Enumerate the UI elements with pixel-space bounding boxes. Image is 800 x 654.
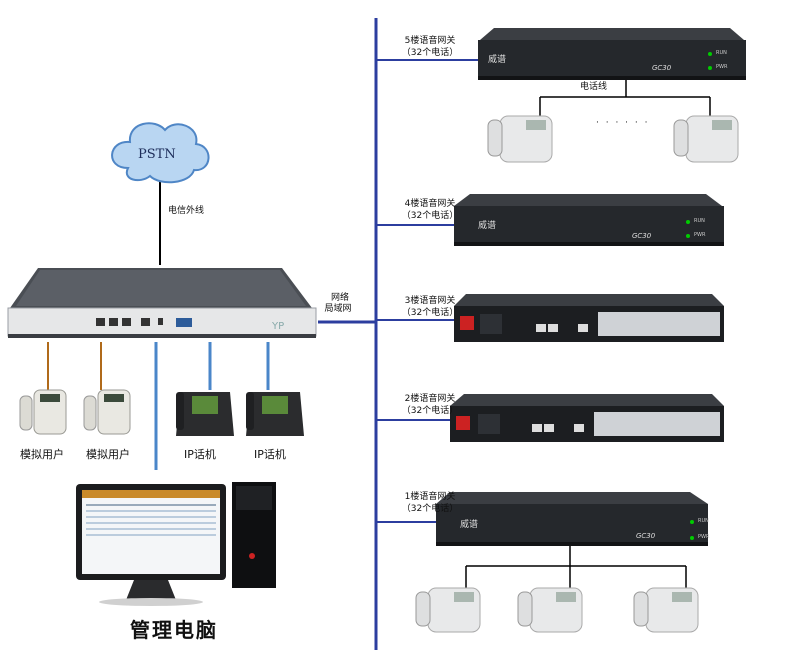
gateway-5-run: RUN bbox=[716, 50, 727, 56]
endpoint-label-analog-1: 模拟用户 bbox=[20, 448, 64, 461]
gateway-3-floor-label: 3楼语音网关 bbox=[404, 296, 456, 306]
gateway-1-run: RUN bbox=[698, 518, 709, 524]
gateway-5-phones-label: （32个电话） bbox=[401, 48, 459, 58]
endpoint-label-ip-1: IP话机 bbox=[184, 448, 216, 461]
endpoint-label-ip-2: IP话机 bbox=[254, 448, 286, 461]
ip-pbx-logo: YP bbox=[271, 321, 284, 332]
gateway-4-pwr: PWR bbox=[694, 232, 706, 238]
gateway-5-floor-label: 5楼语音网关 bbox=[404, 36, 456, 46]
desk-phone-icon bbox=[517, 587, 583, 633]
gateway-4-run: RUN bbox=[694, 218, 705, 224]
pc-tower-icon bbox=[232, 482, 276, 588]
desk-phone-icon bbox=[415, 587, 481, 633]
trunk-line-label: 电信外线 bbox=[168, 206, 205, 216]
ip-pbx-device: YP bbox=[7, 268, 317, 338]
desk-phone-icon bbox=[673, 115, 739, 163]
gateway-1-device bbox=[436, 492, 708, 546]
phone-dots: · · · · · · bbox=[596, 118, 650, 128]
monitor-icon bbox=[76, 484, 226, 606]
gateway-4-floor-label: 4楼语音网关 bbox=[404, 199, 456, 209]
endpoint-label-analog-2: 模拟用户 bbox=[86, 448, 130, 461]
management-pc-label: 管理电脑 bbox=[130, 618, 218, 642]
analog-phone-icon bbox=[83, 389, 131, 435]
gateway-1-pwr: PWR bbox=[698, 534, 710, 540]
gateway-5-device bbox=[478, 28, 746, 80]
gateway-4-model: GC30 bbox=[632, 232, 652, 240]
desk-phone-icon bbox=[487, 115, 553, 163]
gateway-4-device bbox=[454, 194, 724, 246]
gateway-1-floor-label: 1楼语音网关 bbox=[404, 492, 456, 502]
gateway-1-model: GC30 bbox=[636, 532, 656, 540]
desk-phone-icon bbox=[633, 587, 699, 633]
ip-phone-icon bbox=[176, 392, 234, 436]
gateway-5-model: GC30 bbox=[652, 64, 672, 72]
gateway-3-device bbox=[454, 294, 724, 342]
phone-line-label: 电话线 bbox=[580, 82, 608, 92]
gateway-4-brand: 威谱 bbox=[478, 221, 497, 231]
pstn-cloud bbox=[111, 122, 210, 184]
gateway-2-phones-label: （32个电话） bbox=[401, 406, 459, 416]
gateway-4-phones-label: （32个电话） bbox=[401, 211, 459, 221]
gateway-2-floor-label: 2楼语音网关 bbox=[404, 394, 456, 404]
gateway-1-brand: 威谱 bbox=[460, 520, 479, 530]
network-label: 网络 bbox=[330, 293, 349, 303]
gateway-3-phones-label: （32个电话） bbox=[401, 308, 459, 318]
gateway-2-device bbox=[450, 394, 724, 442]
lan-label: 局域网 bbox=[324, 304, 352, 314]
gateway-5-brand: 威谱 bbox=[488, 55, 507, 65]
ip-phone-icon bbox=[246, 392, 304, 436]
gateway-5-pwr: PWR bbox=[716, 64, 728, 70]
gateway-1-phones-label: （32个电话） bbox=[401, 504, 459, 514]
analog-phone-icon bbox=[19, 389, 67, 435]
pstn-label: PSTN bbox=[138, 147, 176, 162]
